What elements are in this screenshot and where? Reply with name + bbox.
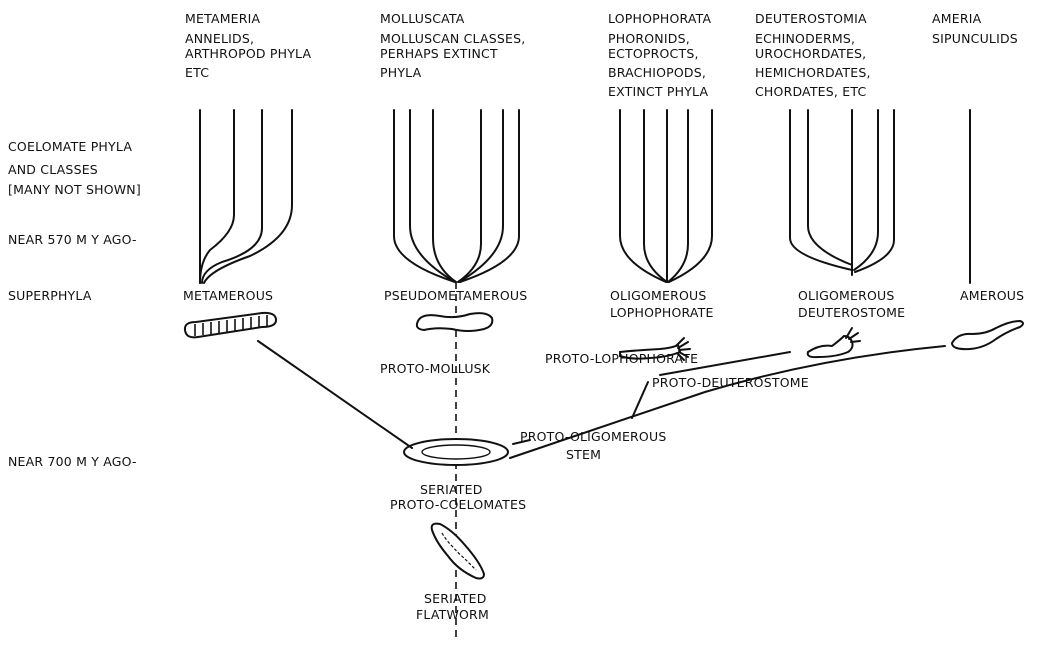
header-deuterostomia-line4: CHORDATES, ETC [755, 84, 866, 99]
label-near-570: NEAR 570 M Y AGO- [8, 232, 137, 247]
header-metameria-line1: ANNELIDS, [185, 31, 254, 46]
header-molluscata-name: MOLLUSCATA [380, 11, 465, 26]
grade-oligomerous-lophophorate-1: OLIGOMEROUS [610, 288, 707, 303]
header-lophophorata-line2: ECTOPROCTS, [608, 46, 699, 61]
header-ameria: AMERIA SIPUNCULIDS [932, 11, 1018, 46]
grade-oligomerous-deuterostome-2: DEUTEROSTOME [798, 305, 905, 320]
header-ameria-name: AMERIA [932, 11, 982, 26]
label-seriated-flatworm-1: SERIATED [424, 591, 487, 606]
header-deuterostomia-name: DEUTEROSTOMIA [755, 11, 867, 26]
tree-deuterostomia [790, 110, 894, 275]
label-proto-oligomerous-2: STEM [566, 447, 601, 462]
header-deuterostomia-line2: UROCHORDATES, [755, 46, 866, 61]
header-deuterostomia-line1: ECHINODERMS, [755, 31, 855, 46]
label-near-700: NEAR 700 M Y AGO- [8, 454, 137, 469]
label-coelomate-3: [MANY NOT SHOWN] [8, 182, 141, 197]
header-lophophorata-line1: PHORONIDS, [608, 31, 690, 46]
label-proto-lophophorate: PROTO-LOPHOPHORATE [545, 351, 698, 366]
label-coelomate-2: AND CLASSES [8, 162, 98, 177]
header-deuterostomia-line3: HEMICHORDATES, [755, 65, 871, 80]
header-molluscata-line1: MOLLUSCAN CLASSES, [380, 31, 525, 46]
header-molluscata-line2: PERHAPS EXTINCT [380, 46, 498, 61]
header-lophophorata-line4: EXTINCT PHYLA [608, 84, 708, 99]
seriated-flatworm-figure [432, 524, 484, 579]
label-superphyla: SUPERPHYLA [8, 288, 92, 303]
label-proto-deuterostome: PROTO-DEUTEROSTOME [652, 375, 809, 390]
header-deuterostomia: DEUTEROSTOMIA ECHINODERMS, UROCHORDATES,… [755, 11, 871, 99]
tree-molluscata [394, 110, 519, 282]
header-metameria: METAMERIA ANNELIDS, ARTHROPOD PHYLA ETC [185, 11, 311, 80]
header-ameria-line1: SIPUNCULIDS [932, 31, 1018, 46]
header-metameria-line3: ETC [185, 65, 209, 80]
left-labels: COELOMATE PHYLA AND CLASSES [MANY NOT SH… [8, 139, 141, 469]
tree-metameria [200, 110, 292, 283]
metamerous-worm-figure [185, 313, 276, 337]
tree-lophophorata [620, 110, 712, 282]
amerous-figure [952, 321, 1023, 349]
grade-amerous: AMEROUS [960, 288, 1024, 303]
label-coelomate-1: COELOMATE PHYLA [8, 139, 132, 154]
header-lophophorata: LOPHOPHORATA PHORONIDS, ECTOPROCTS, BRAC… [608, 11, 712, 99]
grade-metamerous: METAMEROUS [183, 288, 273, 303]
grade-oligomerous-lophophorate-2: LOPHOPHORATE [610, 305, 714, 320]
header-lophophorata-name: LOPHOPHORATA [608, 11, 712, 26]
header-molluscata-line3: PHYLA [380, 65, 422, 80]
header-lophophorata-line3: BRACHIOPODS, [608, 65, 706, 80]
header-molluscata: MOLLUSCATA MOLLUSCAN CLASSES, PERHAPS EX… [380, 11, 525, 80]
label-seriated-proto-coelomates-1: SERIATED [420, 482, 483, 497]
header-metameria-name: METAMERIA [185, 11, 261, 26]
pseudometamerous-figure [417, 313, 492, 331]
label-proto-mollusk: PROTO-MOLLUSK [380, 361, 491, 376]
proto-deuterostome-figure [808, 328, 860, 357]
seriated-proto-coelomate-figure [404, 439, 508, 465]
grade-oligomerous-deuterostome-1: OLIGOMEROUS [798, 288, 895, 303]
label-proto-oligomerous-1: PROTO-OLIGOMEROUS [520, 429, 666, 444]
label-seriated-proto-coelomates-2: PROTO-COELOMATES [390, 497, 526, 512]
label-seriated-flatworm-2: FLATWORM [416, 607, 489, 622]
header-metameria-line2: ARTHROPOD PHYLA [185, 46, 311, 61]
